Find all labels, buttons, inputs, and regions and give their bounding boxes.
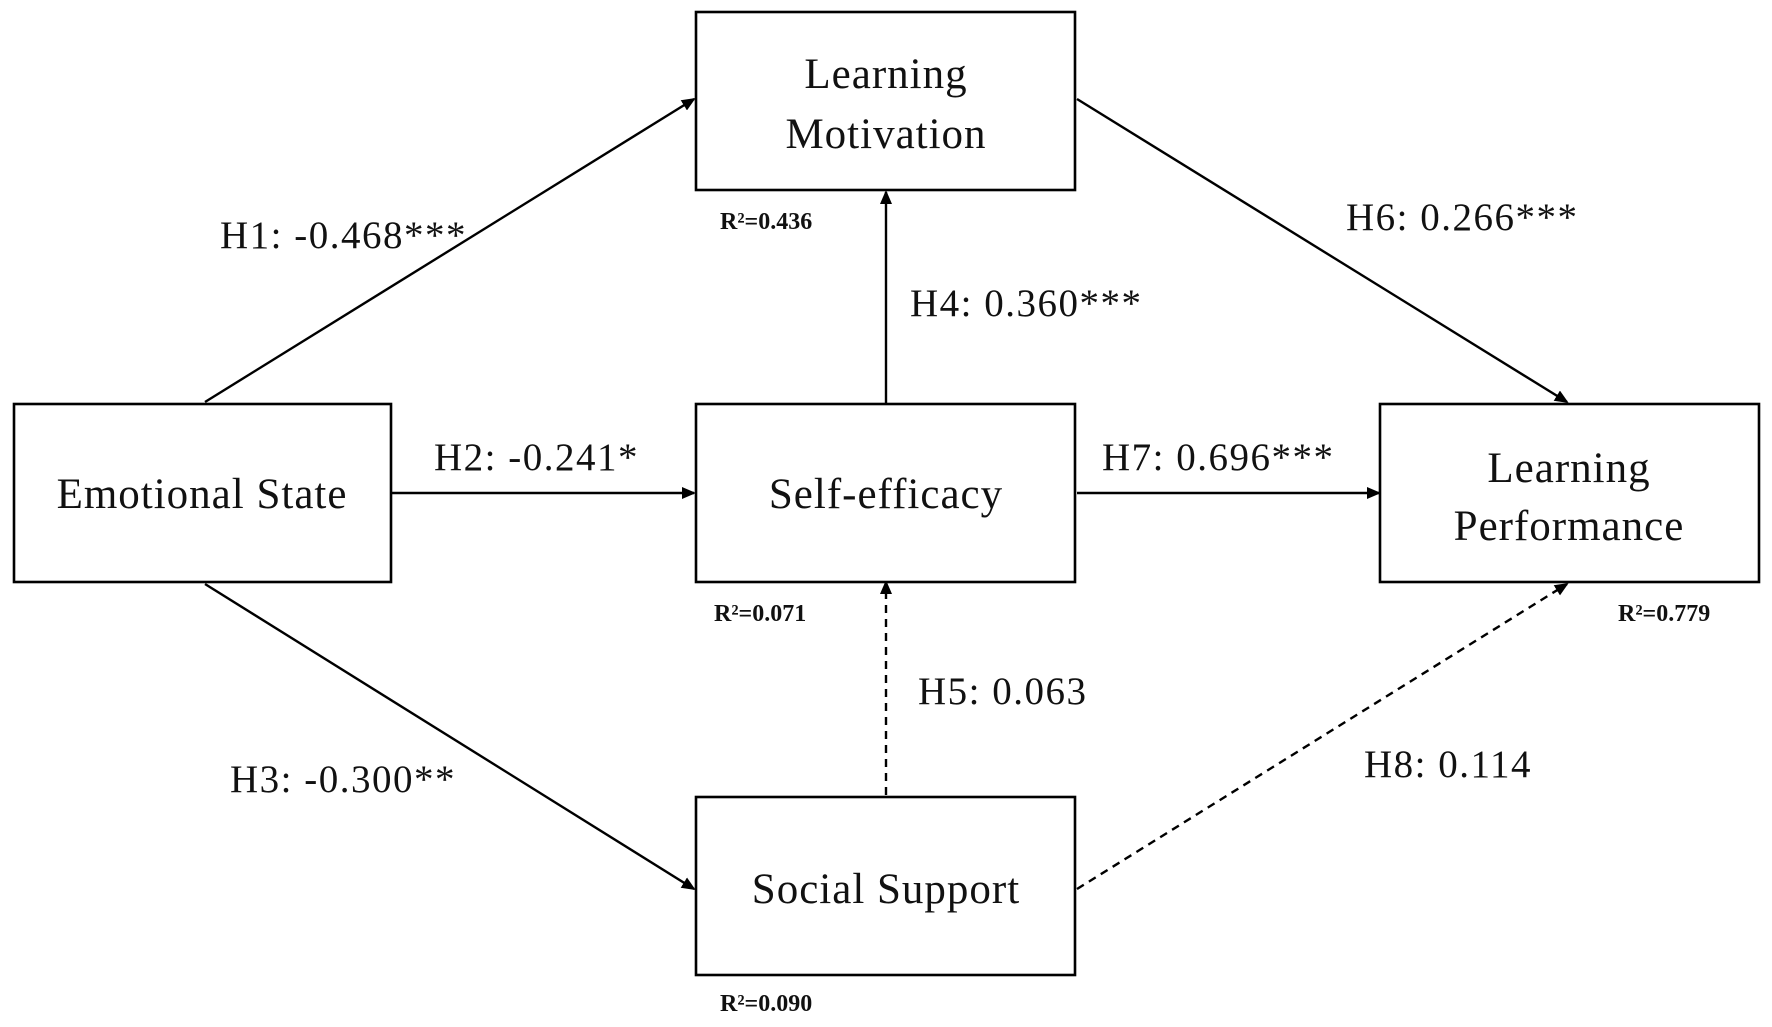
node-self-efficacy-box — [694, 402, 1077, 584]
node-learning-motivation: Learning Motivation — [694, 10, 1077, 192]
node-learning-performance: Learning Performance — [1378, 402, 1761, 584]
node-self-efficacy: Self-efficacy — [694, 402, 1077, 584]
edge-h1-line — [204, 97, 696, 404]
node-self-efficacy-label: Self-efficacy — [769, 471, 1003, 518]
r2-learning-motivation: R²=0.436 — [720, 209, 812, 235]
edge-h4-label: H4: 0.360*** — [910, 282, 1143, 325]
edge-h3-label: H3: -0.300** — [230, 758, 456, 801]
edge-h2-label: H2: -0.241* — [434, 436, 639, 479]
node-learning-motivation-label-line2: Motivation — [785, 111, 986, 158]
node-emotional-state-box — [12, 402, 393, 584]
edge-h3-line — [204, 582, 696, 891]
node-learning-motivation-label-line1: Learning — [804, 51, 967, 98]
edge-h8-line — [1076, 582, 1569, 891]
r2-social-support: R²=0.090 — [720, 991, 812, 1017]
edge-h5-label: H5: 0.063 — [918, 670, 1088, 713]
edge-h6-line — [1076, 97, 1569, 404]
node-learning-performance-label-line2: Performance — [1454, 503, 1685, 550]
node-social-support-label: Social Support — [752, 866, 1020, 913]
edge-h6-label: H6: 0.266*** — [1346, 196, 1579, 239]
node-learning-performance-box — [1378, 402, 1761, 584]
edges — [204, 97, 1569, 891]
node-social-support: Social Support — [694, 795, 1077, 977]
node-emotional-state-label: Emotional State — [57, 471, 348, 518]
edge-h1-label: H1: -0.468*** — [220, 214, 467, 257]
edge-h8-label: H8: 0.114 — [1364, 743, 1532, 786]
r2-self-efficacy: R²=0.071 — [714, 601, 806, 627]
edge-h7-label: H7: 0.696*** — [1102, 436, 1335, 479]
node-emotional-state: Emotional State — [12, 402, 393, 584]
node-learning-performance-label-line1: Learning — [1487, 445, 1650, 492]
node-learning-motivation-box — [694, 10, 1077, 192]
node-social-support-box — [694, 795, 1077, 977]
r2-learning-performance: R²=0.779 — [1618, 601, 1710, 627]
